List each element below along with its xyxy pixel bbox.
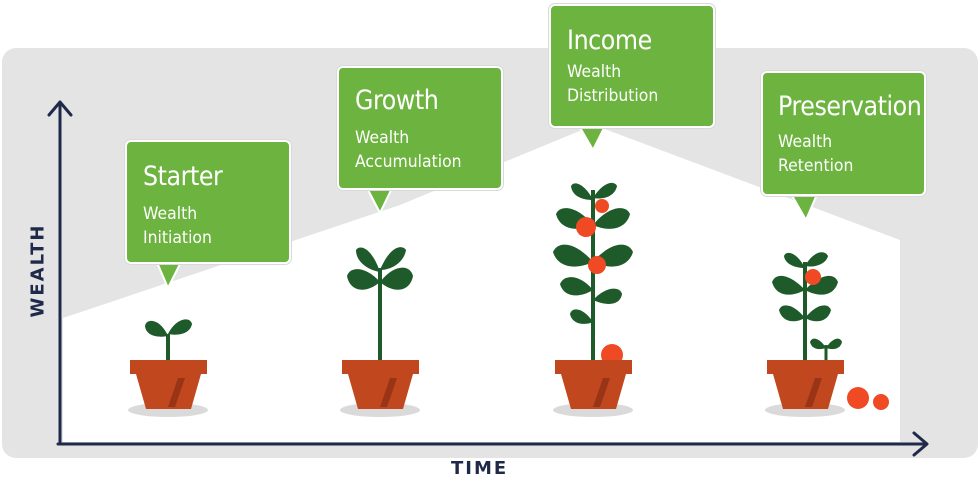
preservation-plant — [765, 252, 889, 417]
bubble-tails — [155, 123, 819, 289]
leaf — [805, 252, 828, 267]
pot-rim — [342, 360, 419, 374]
fruit — [873, 394, 889, 410]
leaf — [784, 252, 805, 268]
leaf — [593, 208, 630, 229]
pot-body — [136, 374, 201, 409]
fruit — [805, 269, 821, 285]
leaf — [593, 182, 617, 199]
stage-title: Income — [567, 25, 652, 56]
stage-subtitle-line1: Wealth — [778, 132, 833, 152]
x-axis — [56, 431, 929, 457]
stage-title: Preservation — [778, 91, 922, 122]
leaf — [805, 275, 838, 295]
stage-subtitle-line1: Wealth — [567, 62, 622, 82]
bubble-starter: Starter Wealth Initiation — [125, 140, 291, 264]
leaf — [560, 277, 593, 296]
fruit — [595, 199, 609, 213]
leaf — [826, 338, 842, 350]
stage-subtitle-line2: Initiation — [143, 228, 212, 248]
stage-subtitle-line2: Accumulation — [355, 152, 462, 172]
y-axis — [47, 100, 73, 446]
y-axis-label: WEALTH — [27, 223, 49, 318]
leaf — [356, 247, 380, 272]
starter-plant — [128, 319, 208, 417]
bubble-preservation: Preservation Wealth Retention — [761, 71, 926, 196]
leaf — [779, 305, 805, 322]
income-plant — [553, 182, 633, 417]
stage-subtitle-line2: Retention — [778, 156, 854, 176]
leaf — [347, 269, 380, 290]
leaf — [145, 320, 168, 337]
stage-subtitle-line1: Wealth — [143, 204, 198, 224]
pot-body — [773, 374, 838, 409]
leaf — [810, 338, 826, 350]
leaf — [380, 267, 413, 290]
leaf — [593, 288, 622, 304]
pot-rim — [767, 360, 844, 374]
pot-rim — [130, 360, 207, 374]
fruit — [588, 256, 606, 274]
leaf — [553, 244, 593, 267]
growth-plant — [340, 247, 420, 417]
bubble-growth: Growth Wealth Accumulation — [337, 66, 503, 190]
leaf — [168, 319, 192, 335]
stage-subtitle-line1: Wealth — [355, 128, 410, 148]
leaf — [805, 305, 831, 322]
leaf — [571, 183, 593, 200]
fruit — [576, 217, 596, 237]
stage-subtitle-line2: Distribution — [567, 86, 659, 106]
leaf — [380, 247, 406, 270]
pot-body — [561, 374, 626, 409]
stage-title: Growth — [355, 85, 439, 116]
leaf — [570, 309, 593, 324]
fruit — [847, 387, 869, 409]
pot-body — [348, 374, 413, 409]
leaf — [772, 275, 805, 295]
wealth-curve-area — [63, 125, 900, 442]
x-axis-label: TIME — [451, 458, 509, 479]
bubble-income: Income Wealth Distribution — [549, 4, 715, 128]
pot-rim — [555, 360, 632, 374]
stage-title: Starter — [143, 161, 223, 192]
